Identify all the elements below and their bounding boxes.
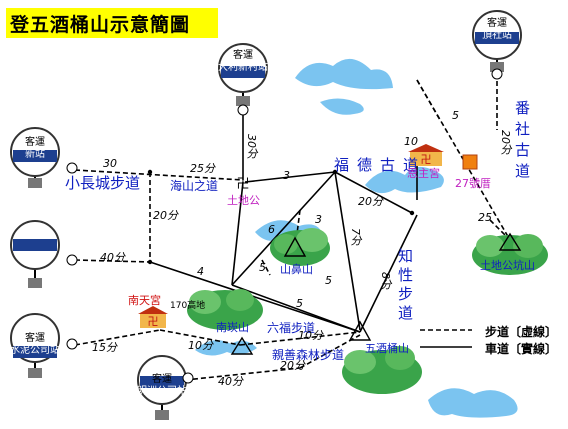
dist-label: 10分	[188, 339, 213, 352]
legend-trail: 步道〔虛線〕	[485, 325, 558, 339]
junction-dot	[409, 210, 415, 216]
trail-fanshe: 番社古道	[513, 100, 531, 184]
hill-icon	[472, 234, 548, 275]
dist-label: 20分	[153, 209, 178, 222]
dist-label: 5	[296, 297, 303, 310]
cloud-icon	[195, 340, 257, 356]
dist-label: 20分	[499, 130, 512, 155]
dist-label: 3	[283, 169, 290, 182]
cloud-icon	[295, 58, 393, 115]
dist-label: 40分	[100, 251, 125, 264]
dist-label: 25分	[190, 162, 215, 175]
bus-stop-dingshe: 客運 頂社站	[482, 18, 512, 41]
dist-label: 8分	[379, 272, 392, 290]
dist-label: 6	[268, 223, 275, 236]
title-background	[6, 8, 218, 38]
dist-label: 3	[315, 213, 322, 226]
road-lines	[149, 110, 418, 333]
dist-label: 15分	[92, 341, 117, 354]
bus-stop-gongpu: 公埔站	[20, 227, 50, 238]
dist-label: 20分	[358, 195, 383, 208]
trail-haishanzhi: 海山之道	[170, 179, 219, 193]
junction-dot	[332, 169, 338, 175]
bus-stop-sign-icon	[10, 127, 78, 188]
trail-zhixing: 知性步道	[396, 248, 414, 324]
svg-text:卍: 卍	[148, 315, 159, 328]
peak-triangle-icon	[348, 320, 372, 341]
temple-nantian: 南天宮	[128, 294, 161, 307]
dist-label: 4	[197, 265, 204, 278]
dist-label: 20分	[280, 359, 305, 372]
junction-dot	[147, 259, 153, 265]
dist-label: 10	[404, 135, 418, 148]
bus-stop-sign-icon	[137, 355, 194, 420]
dist-label: 5	[325, 274, 332, 287]
dist-label: 7分	[349, 228, 362, 246]
trail-xiaochangcheng: 小長城步道	[65, 174, 141, 192]
dist-label: 30	[103, 157, 117, 170]
house-27-icon	[462, 154, 478, 170]
trail-liufu: 六福步道	[267, 321, 316, 335]
bus-stop-sign-icon	[218, 43, 268, 116]
dist-label: 40分	[218, 375, 243, 388]
peak-nankan: 南崁山	[216, 321, 249, 334]
bus-stop-sign-icon	[10, 220, 78, 288]
trail-fude: 福德古道	[334, 156, 427, 174]
hill-icon	[187, 289, 263, 330]
dist-label: 10分	[298, 329, 323, 342]
temple-tudigong: 土地公	[227, 194, 260, 207]
legend-road: 車道〔實線〕	[485, 342, 558, 356]
temple-icon: 卍	[408, 144, 444, 166]
bus-stop-sign-icon	[472, 10, 522, 80]
dist-label: 5	[259, 261, 266, 274]
bus-stop-xin: 客運 新站	[25, 137, 45, 160]
trail-qinshan-senlin: 親善森林步道	[272, 348, 345, 362]
temple-icon: 卍	[138, 306, 168, 328]
hill-icon	[342, 346, 422, 394]
marker-house-27: 27號厝	[455, 177, 491, 190]
cloud-icon	[428, 388, 518, 418]
bus-stop-mingzhou: 客運 明洲公司站	[137, 374, 187, 397]
peak-tudigongkeng: 土地公坑山	[480, 259, 535, 272]
temple-enzhu: 恩主宮	[407, 167, 440, 180]
cloud-icon	[365, 166, 444, 194]
bus-stop-sign-icon	[10, 313, 78, 378]
svg-text:卍: 卍	[421, 153, 432, 166]
tudigong-swastika-icon: 卍	[236, 177, 249, 192]
dist-label: 25	[478, 211, 492, 224]
peak-triangle-icon	[230, 336, 254, 355]
bus-stop-shuini: 客運 水泥公司站	[10, 333, 60, 356]
bus-stop-dali: 客運 大利新村站	[218, 50, 268, 73]
junction-dot	[147, 169, 153, 175]
marker-altitude-170: 170高地	[170, 301, 206, 311]
peak-triangle-icon	[283, 236, 307, 257]
dist-label: 5	[452, 109, 459, 122]
page-title: 登五酒桶山示意簡圖	[10, 14, 191, 36]
dist-label: 30分	[245, 134, 258, 159]
peak-shanbi: 山鼻山	[280, 263, 313, 276]
peak-triangle-icon	[498, 232, 522, 251]
peak-wujiutong: 五酒桶山	[365, 342, 409, 355]
